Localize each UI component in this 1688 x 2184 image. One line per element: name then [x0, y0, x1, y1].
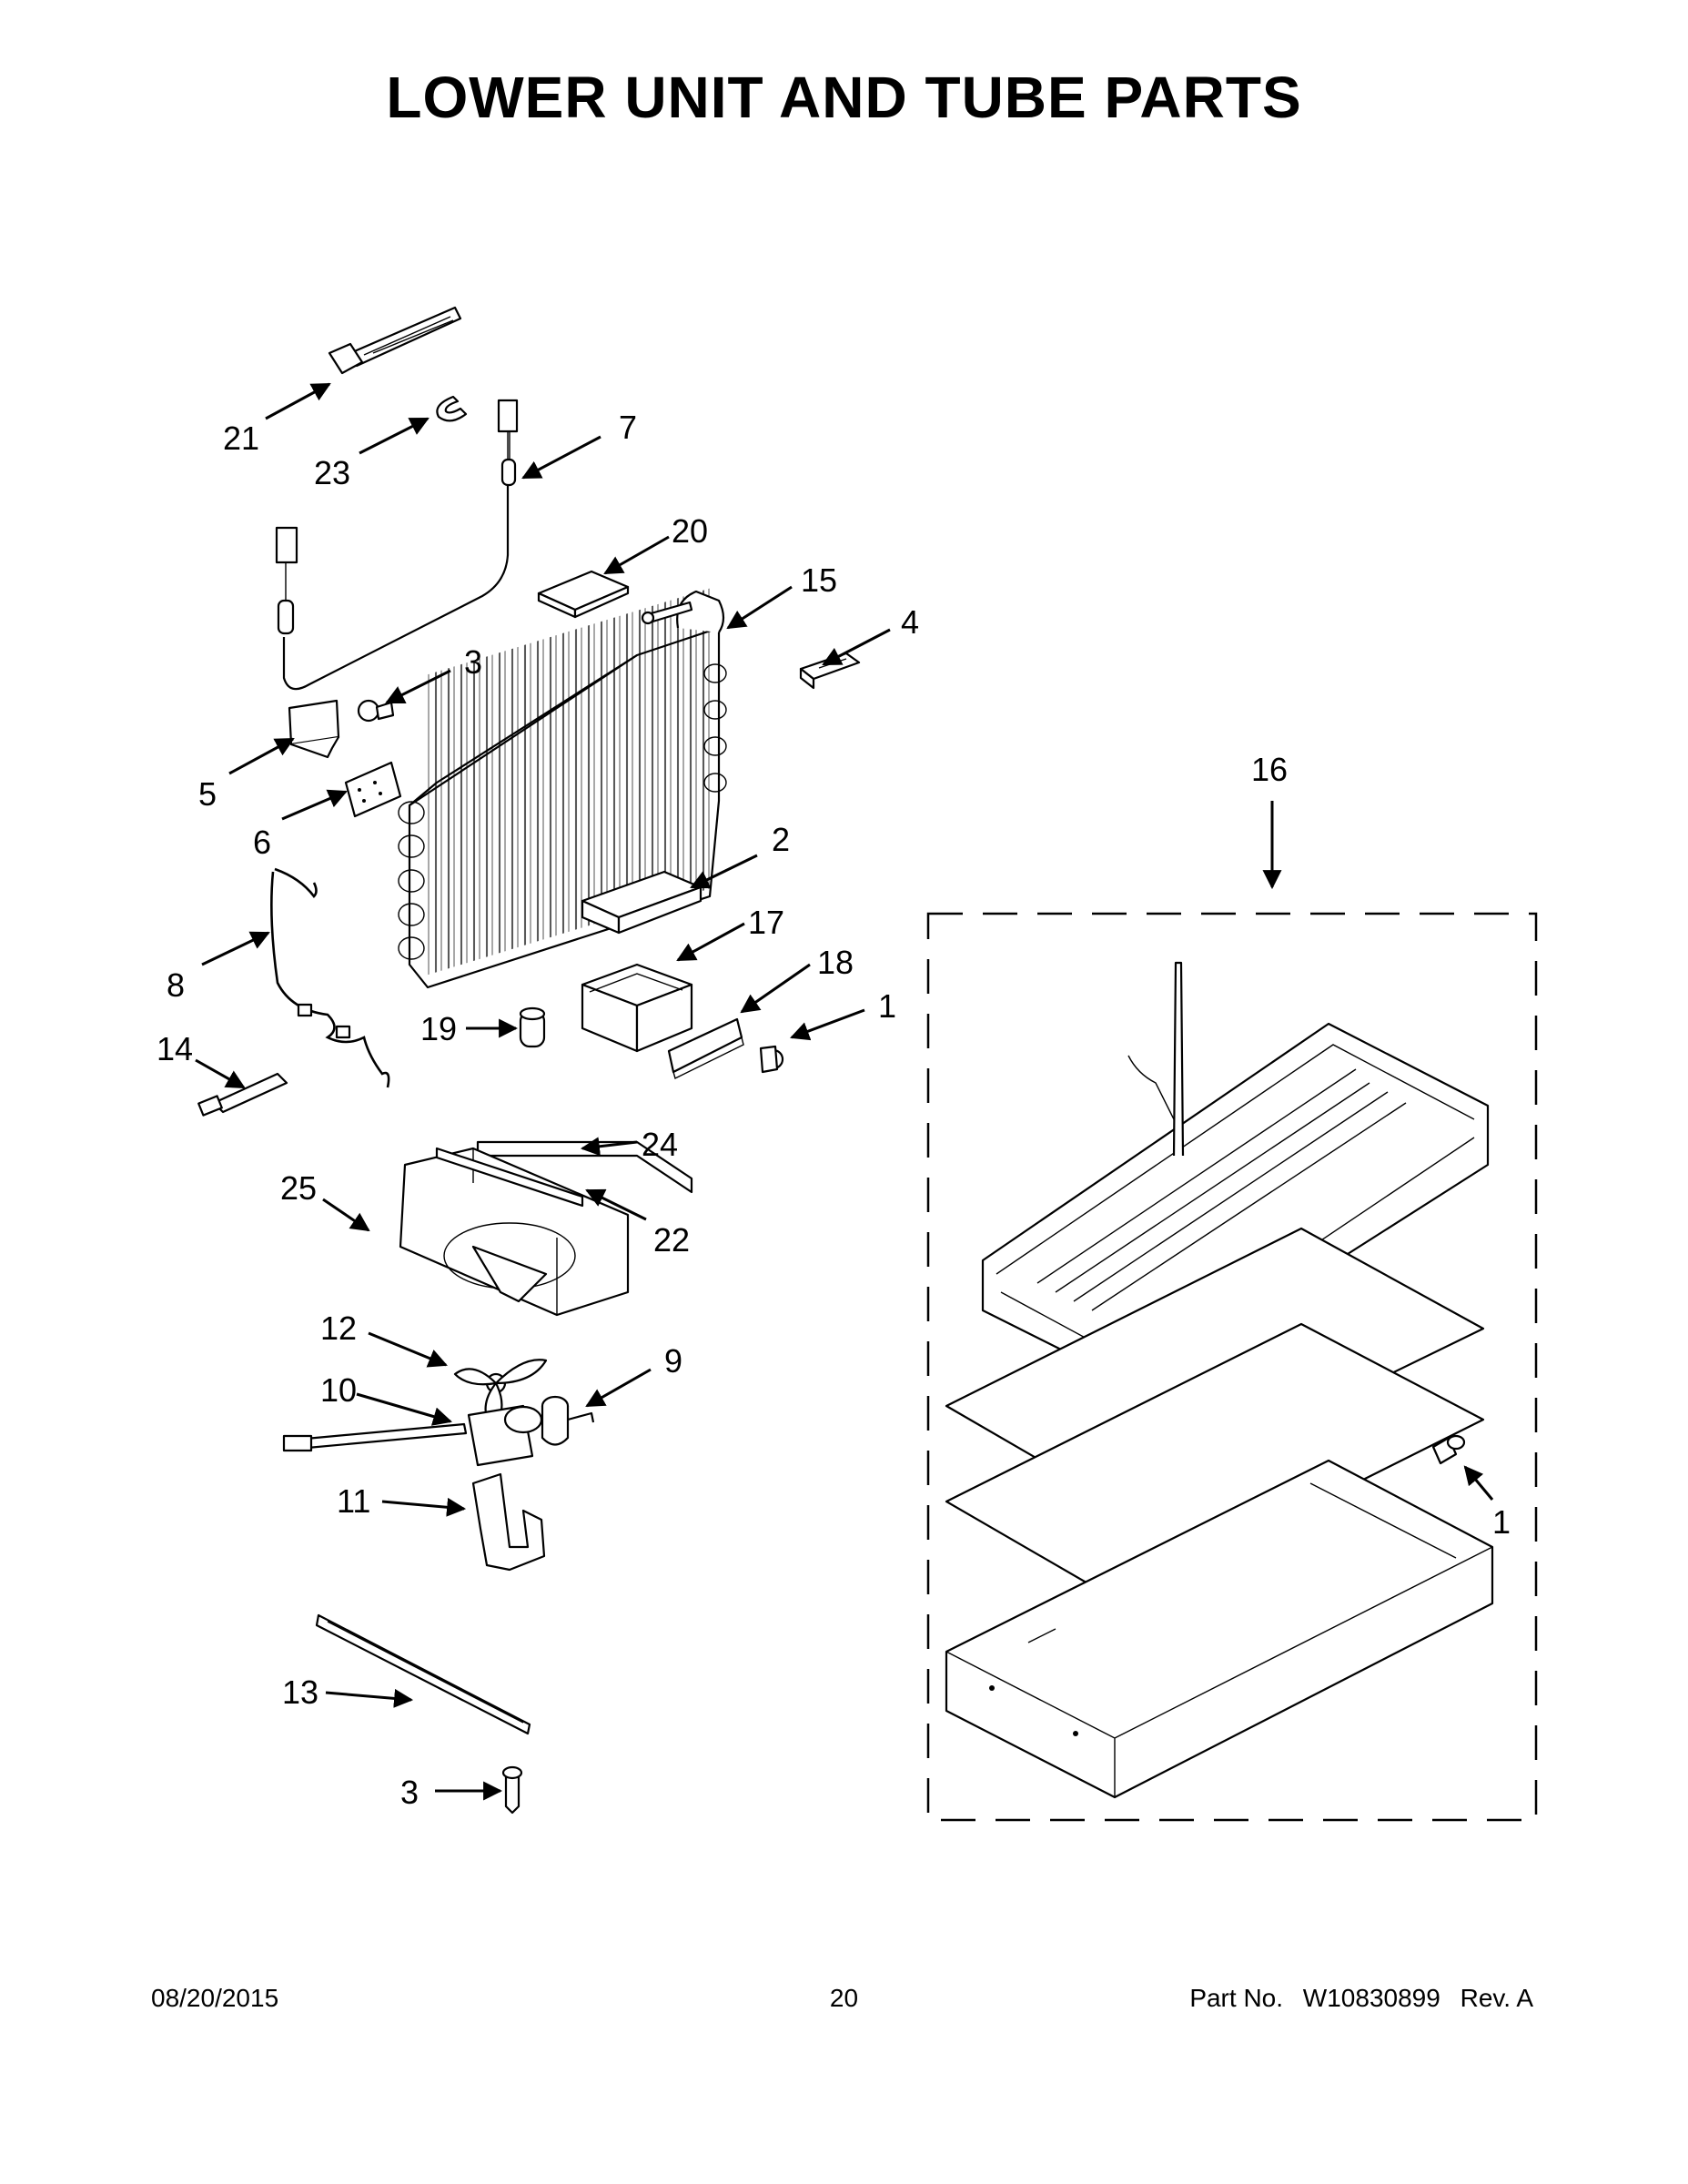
cover-box-part	[581, 963, 693, 1053]
callout-22: 22	[653, 1221, 690, 1259]
callout-9: 9	[664, 1342, 682, 1380]
capacitor-part	[519, 1006, 546, 1048]
motor-shaft-part	[541, 1395, 595, 1446]
wire-clip-part	[436, 395, 468, 422]
callout-10: 10	[320, 1371, 357, 1409]
fan-housing-part	[399, 1147, 630, 1317]
callout-14: 14	[157, 1030, 193, 1067]
screw-part-3	[501, 1765, 523, 1815]
callout-20: 20	[672, 512, 708, 550]
callout-25: 25	[280, 1169, 317, 1207]
callout-3-lower: 3	[400, 1774, 419, 1811]
callout-18: 18	[817, 944, 854, 981]
fan-motor-part	[282, 1404, 543, 1467]
screw-part-4	[1431, 1434, 1466, 1465]
callout-23: 23	[314, 454, 350, 491]
footer-page-number: 20	[829, 1984, 859, 2012]
trim-strip-part	[315, 1613, 531, 1735]
footer-part-label: Part No.	[1189, 1984, 1284, 2012]
cable-tie-part	[328, 306, 462, 375]
callout-2: 2	[772, 821, 790, 858]
footer-part-info: Part No. W10830899 Rev. A	[1189, 1984, 1533, 2013]
screw-part	[357, 699, 395, 723]
callout-3-upper: 3	[464, 643, 482, 681]
callout-21: 21	[223, 420, 259, 457]
callout-labels: 21 23 7 20 15 4 3 5 6 2 16 17 18 1 8 19 …	[157, 409, 1511, 1811]
cover-plate-part	[667, 1017, 744, 1079]
callout-8: 8	[167, 966, 185, 1004]
screw-part-2	[759, 1045, 784, 1074]
callout-1-right: 1	[1492, 1503, 1511, 1541]
thermistor-part	[197, 1072, 288, 1117]
bracket-clip-part	[799, 652, 861, 690]
callout-5: 5	[198, 775, 217, 813]
callout-6: 6	[253, 824, 271, 861]
callout-16: 16	[1251, 751, 1288, 788]
callout-24: 24	[642, 1126, 678, 1163]
callout-7: 7	[619, 409, 637, 446]
callout-15: 15	[801, 561, 837, 599]
heater-assembly-box	[926, 912, 1538, 1822]
callout-19: 19	[420, 1010, 457, 1047]
heater-plate-part	[344, 761, 402, 818]
callout-4: 4	[901, 603, 919, 641]
callout-11: 11	[337, 1482, 370, 1520]
harness-part	[275, 399, 519, 691]
leader-lines	[195, 382, 1494, 1801]
foam-pad-part	[537, 570, 630, 619]
mounting-bracket-part	[288, 699, 340, 759]
base-pan-part	[945, 1459, 1494, 1799]
page-title: LOWER UNIT AND TUBE PARTS	[386, 65, 1302, 130]
heater-tray-part	[981, 961, 1490, 1390]
drain-tray-part	[581, 870, 702, 935]
footer-revision: Rev. A	[1460, 1984, 1533, 2012]
evaporator-coil-part	[398, 588, 727, 989]
footer-date: 08/20/2015	[151, 1984, 279, 2012]
callout-13: 13	[282, 1673, 318, 1711]
callout-1-left: 1	[878, 987, 896, 1025]
callout-12: 12	[320, 1309, 357, 1347]
wire-harness-part	[270, 867, 390, 1088]
insulation-sheet-part-2	[945, 1322, 1485, 1603]
motor-bracket-part	[471, 1472, 546, 1572]
footer-part-number: W10830899	[1302, 1984, 1440, 2012]
callout-17: 17	[748, 904, 784, 941]
